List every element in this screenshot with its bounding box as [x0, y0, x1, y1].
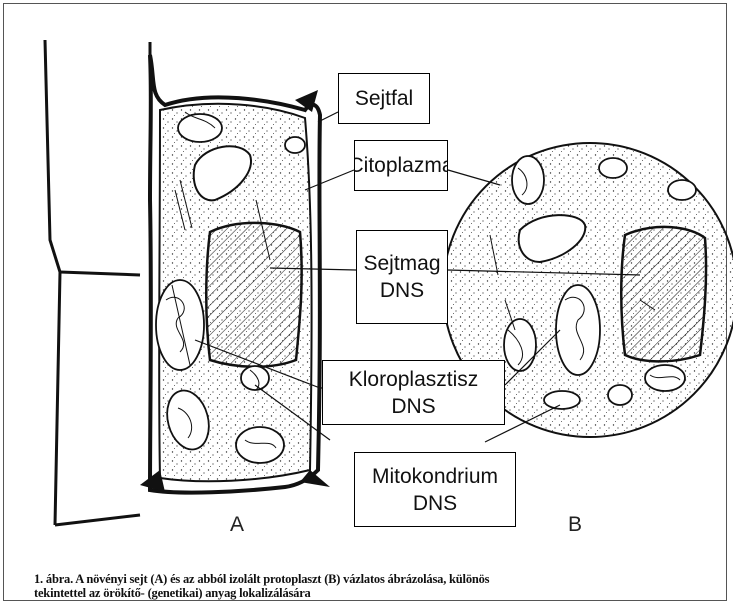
caption-line-1: 1. ábra. A növényi sejt (A) és az abból … [34, 572, 724, 586]
label-sejtmag: Sejtmag DNS [356, 230, 448, 324]
panel-letter-a: A [230, 513, 244, 537]
cell-a [140, 55, 330, 493]
label-citoplazma-text: Citoplazma [354, 152, 448, 179]
label-sejtfal-text: Sejtfal [355, 85, 413, 112]
figure-caption: 1. ábra. A növényi sejt (A) és az abból … [34, 572, 724, 600]
label-kloroplasztisz-line1: Kloroplasztisz [349, 366, 479, 393]
label-sejtfal: Sejtfal [338, 73, 430, 124]
label-mitokondrium-line2: DNS [413, 490, 457, 517]
label-kloroplasztisz: Kloroplasztisz DNS [322, 360, 505, 425]
caption-line-2: tekintettel az örökítő- (genetikai) anya… [34, 586, 724, 600]
label-sejtmag-line2: DNS [380, 277, 424, 304]
label-mitokondrium: Mitokondrium DNS [354, 452, 516, 527]
label-mitokondrium-line1: Mitokondrium [372, 463, 498, 490]
label-kloroplasztisz-line2: DNS [391, 393, 435, 420]
label-citoplazma: Citoplazma [354, 140, 448, 191]
neighbor-cells [45, 40, 150, 525]
label-sejtmag-line1: Sejtmag [363, 250, 440, 277]
panel-letter-b: B [568, 513, 582, 537]
